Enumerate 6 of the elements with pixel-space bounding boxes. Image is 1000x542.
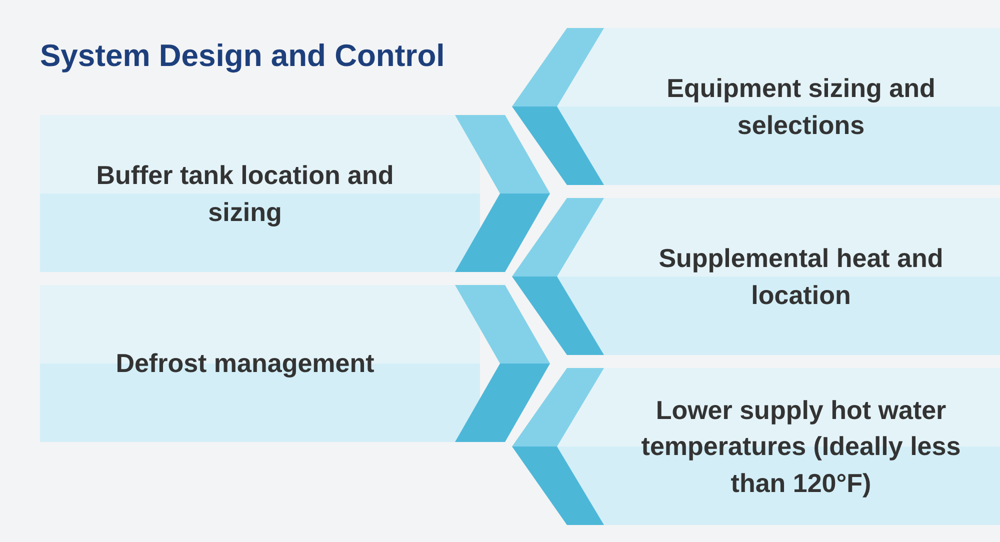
- step-label: Lower supply hot water temperatures (Ideally less than 120°F): [640, 394, 962, 500]
- step-label: Supplemental heat and location: [658, 242, 944, 312]
- title: System Design and Control: [40, 38, 445, 74]
- step-label: Equipment sizing and selections: [666, 72, 936, 142]
- step-label: Defrost management: [116, 347, 374, 380]
- step-label: Buffer tank location and sizing: [95, 159, 395, 228]
